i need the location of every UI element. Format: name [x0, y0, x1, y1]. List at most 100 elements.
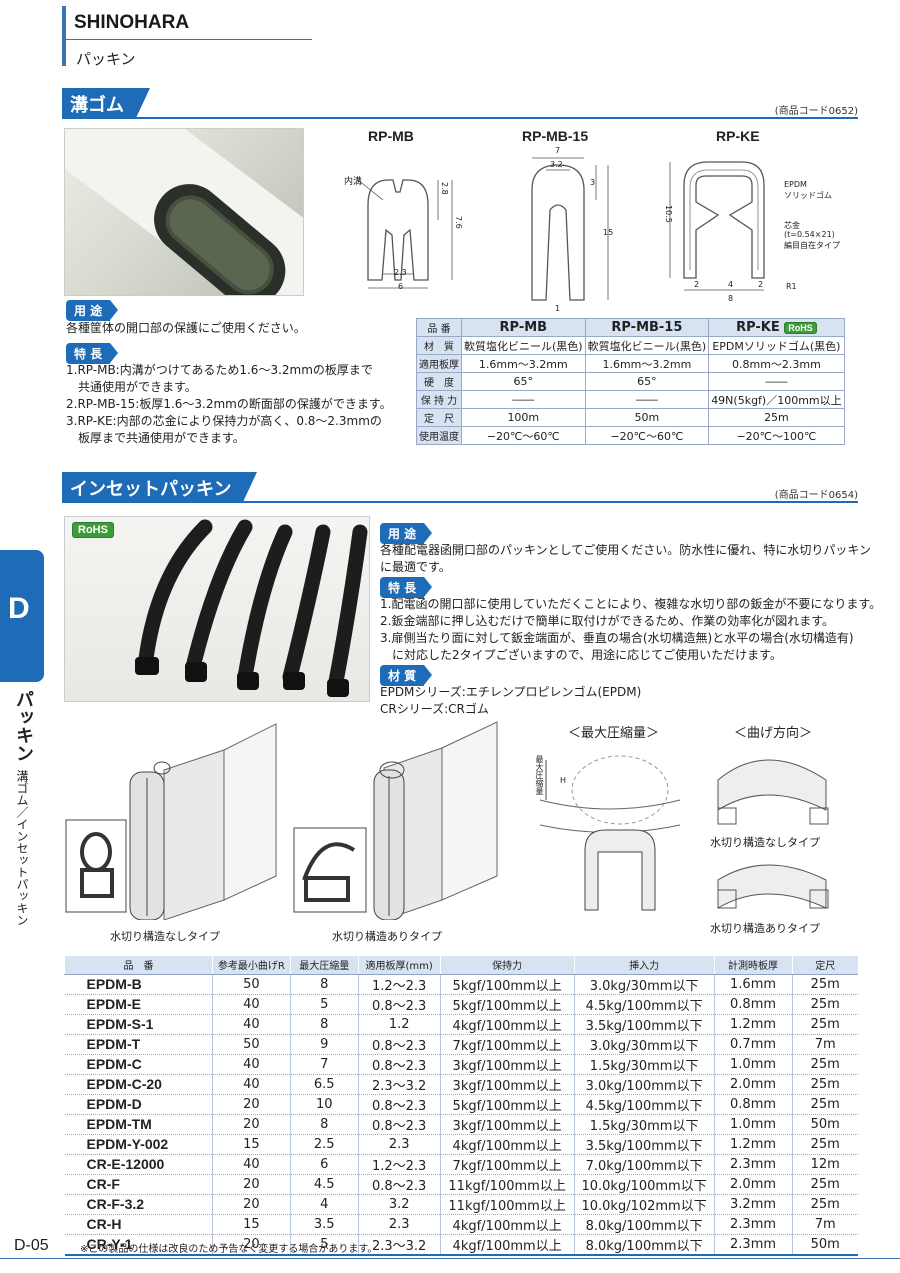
cell: 0.8mm～2.3mm — [708, 354, 845, 373]
table-row: 硬 度 65° 65° ―― — [416, 372, 845, 391]
cell: ―― — [708, 372, 845, 391]
cell: 49N(5kgf)／100mm以上 — [708, 390, 845, 409]
table-cell: 3.5 — [289, 1214, 359, 1235]
table-cell: 0.8～2.3 — [357, 994, 441, 1015]
table-row: 定 尺 100m 50m 25m — [416, 408, 845, 427]
table-cell: 2.3 — [357, 1134, 441, 1155]
features-label: 特 長 — [380, 577, 433, 598]
page-number: D-05 — [14, 1237, 49, 1254]
table-cell: 25m — [791, 1194, 858, 1215]
table-cell: 1.2～2.3 — [357, 1154, 441, 1175]
part-number-cell: EPDM-C-20 — [64, 1074, 213, 1095]
table-cell: 7m — [791, 1214, 858, 1235]
rp-mb-dim-7-6: 7.6 — [454, 216, 463, 229]
cell: 1.6mm～3.2mm — [584, 354, 710, 373]
table-cell: 4kgf/100mm以上 — [439, 1134, 575, 1155]
column-rp-mb: RP-MB — [461, 318, 586, 337]
table-cell: 5kgf/100mm以上 — [439, 1094, 575, 1115]
row-label: 材 質 — [416, 336, 462, 355]
rp-mb-dim-6: 6 — [398, 282, 404, 291]
rp-ke-epdm-label: EPDM — [784, 180, 807, 189]
table-cell: 8.0kg/100mm以下 — [573, 1214, 715, 1235]
table-cell: 40 — [211, 1054, 291, 1075]
photo-illustration — [65, 129, 303, 295]
table-cell: 15 — [211, 1134, 291, 1155]
table-row: 保 持 力 ―― ―― 49N(5kgf)／100mm以上 — [416, 390, 845, 409]
max-compression-label: 最大圧縮量 — [535, 755, 544, 795]
table-cell: 0.8～2.3 — [357, 1034, 441, 1055]
h-label: H — [560, 776, 567, 785]
rp-mb-15-dim-3-2: 3.2 — [550, 160, 563, 169]
table-cell: 2.3～3.2 — [357, 1074, 441, 1095]
cell: −20℃～60℃ — [461, 426, 586, 445]
rohs-badge: RoHS — [784, 322, 817, 334]
table-cell: 3kgf/100mm以上 — [439, 1074, 575, 1095]
rp-mb-15-dim-3: 3 — [590, 178, 596, 187]
side-category: パッキン — [13, 690, 34, 762]
rp-ke-dim-r1: R1 — [786, 282, 797, 291]
table-cell: 12m — [791, 1154, 858, 1175]
feature-line: 共通使用ができます。 — [66, 380, 197, 394]
diagram-title-rp-mb: RP-MB — [368, 128, 414, 144]
table-cell: 25m — [791, 994, 858, 1015]
chapter-letter: D — [8, 592, 30, 625]
table-cell: 40 — [211, 1014, 291, 1035]
table-cell: 5kgf/100mm以上 — [439, 974, 575, 995]
table-cell: 3.5kg/100mm以下 — [573, 1014, 715, 1035]
bend-direction-title: ＜曲げ方向＞ — [734, 725, 813, 740]
part-number-cell: EPDM-C — [64, 1054, 213, 1075]
rp-ke-dim-10-5: 10.5 — [664, 205, 673, 223]
table-cell: 11kgf/100mm以上 — [439, 1194, 575, 1215]
table-cell: 3kgf/100mm以上 — [439, 1114, 575, 1135]
table-cell: 2.3mm — [713, 1214, 793, 1235]
table-cell: 50m — [791, 1234, 858, 1256]
part-number-cell: EPDM-T — [64, 1034, 213, 1055]
rp-ke-cross-section — [669, 161, 765, 291]
rp-mb-dim-2-8: 2.8 — [440, 182, 449, 195]
cell: 100m — [461, 408, 586, 427]
header-insertion-force: 挿入力 — [573, 956, 715, 975]
chapter-tab — [0, 550, 44, 682]
product-code: (商品コード0654) — [774, 490, 858, 501]
table-cell: 1.2mm — [713, 1134, 793, 1155]
table-cell: 0.8～2.3 — [357, 1114, 441, 1135]
rp-ke-solid-rubber-label: ソリッドゴム — [784, 191, 832, 200]
part-number-cell: CR-E-12000 — [64, 1154, 213, 1175]
table-cell: 25m — [791, 974, 858, 995]
caption-no-drain: 水切り構造なしタイプ — [110, 930, 220, 943]
table-cell: 1.2～2.3 — [357, 974, 441, 995]
table-cell: 7kgf/100mm以上 — [439, 1034, 575, 1055]
spec-table-mizo-gomu: 品 番 RP-MB RP-MB-15 RP-KE RoHS 材 質 軟質塩化ビニ… — [416, 318, 845, 445]
cell: ―― — [461, 390, 586, 409]
table-cell: 6.5 — [289, 1074, 359, 1095]
usage-label: 用 途 — [380, 523, 433, 544]
table-cell: 20 — [211, 1194, 291, 1215]
usage-text: 各種配電器函開口部のパッキンとしてご使用ください。防水性に優れ、特に水切りパッキ… — [380, 542, 871, 576]
column-rp-ke-label: RP-KE — [736, 320, 780, 335]
row-label: 保 持 力 — [416, 390, 462, 409]
rp-mb-15-cross-section — [531, 157, 609, 301]
cell: −20℃～100℃ — [708, 426, 845, 445]
table-cell: 0.7mm — [713, 1034, 793, 1055]
row-label: 使用温度 — [416, 426, 462, 445]
table-cell: 2.0mm — [713, 1074, 793, 1095]
feature-line: 1.配電函の開口部に使用していただくことにより、複雑な水切り部の鈑金が不要になり… — [380, 597, 882, 611]
table-cell: 25m — [791, 1014, 858, 1035]
table-cell: 25m — [791, 1134, 858, 1155]
rp-ke-core-label: 芯金 — [784, 221, 800, 230]
table-cell: 4 — [289, 1194, 359, 1215]
rp-ke-dim-4: 4 — [728, 280, 734, 289]
table-cell: 8 — [289, 1114, 359, 1135]
header-holding-force: 保持力 — [439, 956, 575, 975]
table-cell: 6 — [289, 1154, 359, 1175]
section-header-mizo-gomu: 溝ゴム (商品コード0652) — [62, 88, 858, 119]
table-cell: 7m — [791, 1034, 858, 1055]
brand-name: SHINOHARA — [74, 12, 190, 33]
cell: 軟質塩化ビニール(黒色) — [461, 336, 586, 355]
table-cell: 0.8mm — [713, 1094, 793, 1115]
table-cell: 15 — [211, 1214, 291, 1235]
max-compression-diagram — [539, 755, 681, 911]
